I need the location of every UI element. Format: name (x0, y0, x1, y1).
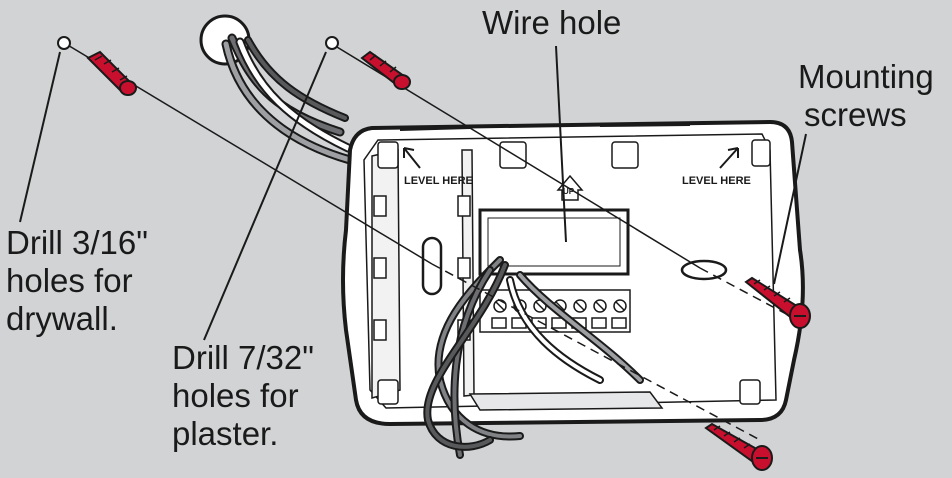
wire-hole-label: Wire hole (482, 4, 621, 42)
level-here-left: LEVEL HERE (404, 175, 473, 187)
mounting-screw-lower (704, 422, 773, 471)
mounting-screws-label-line2: screws (804, 96, 907, 133)
drywall-drill-label-line2: holes for (6, 262, 133, 299)
plaster-pilot-hole (325, 36, 339, 50)
loose-wires (423, 256, 644, 459)
mounting-screws-label: Mounting screws (798, 58, 934, 134)
wire-hole-label-text: Wire hole (482, 4, 622, 41)
drywall-drill-label: Drill 3/16" holes for drywall. (6, 224, 148, 338)
up-marker: UP (563, 187, 575, 196)
level-here-right: LEVEL HERE (682, 175, 751, 187)
drywall-pilot-hole (57, 36, 71, 50)
plaster-drill-label-line3: plaster. (172, 415, 279, 452)
drywall-drill-label-line3: drywall. (6, 300, 118, 337)
plaster-drill-label-line2: holes for (172, 377, 299, 414)
screw-anchor-right (360, 50, 411, 90)
screw-anchor-left (86, 50, 137, 96)
plaster-drill-label: Drill 7/32" holes for plaster. (172, 339, 314, 453)
mounting-screws-label-line1: Mounting (798, 58, 934, 95)
wall-plate: LEVEL HERE LEVEL HERE UP (341, 119, 805, 427)
mounting-screw-upper (744, 276, 811, 329)
left-mounting-slot (421, 236, 443, 296)
leader-lines (19, 45, 807, 341)
drywall-drill-label-line1: Drill 3/16" (6, 224, 148, 261)
plaster-drill-label-line1: Drill 7/32" (172, 339, 314, 376)
wire-bundle (199, 14, 355, 165)
